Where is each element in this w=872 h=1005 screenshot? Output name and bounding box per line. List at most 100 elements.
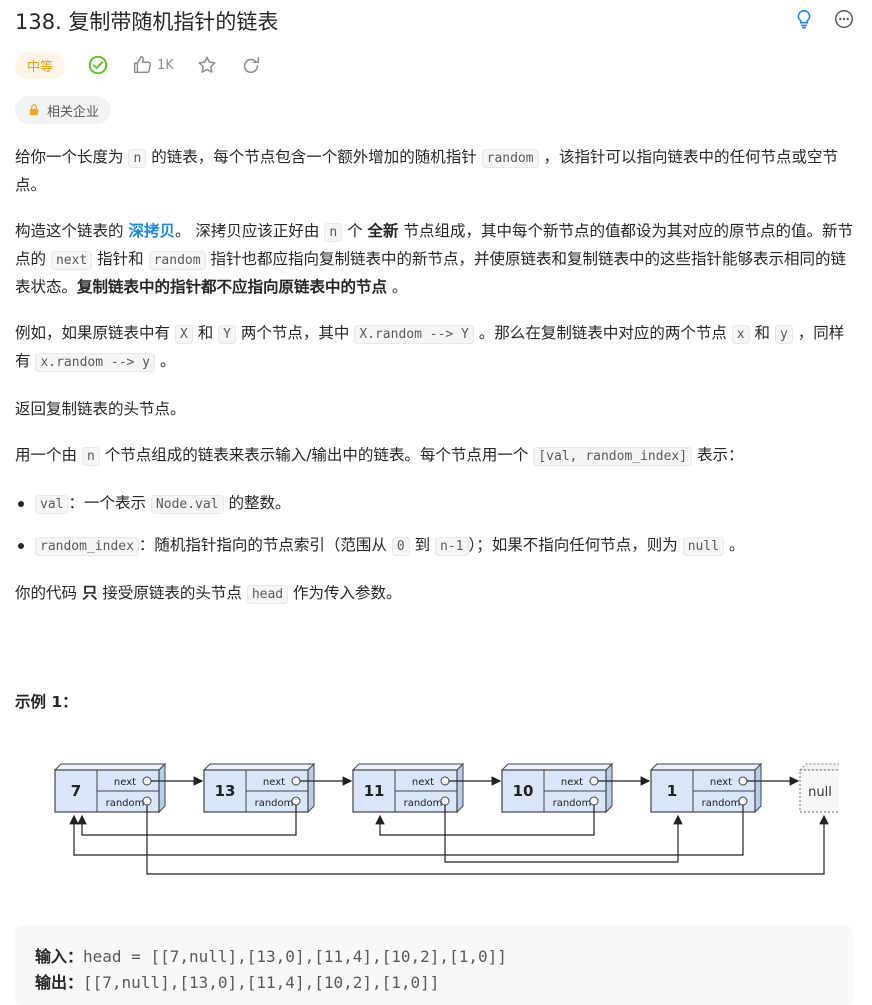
text: 你的代码 (15, 584, 82, 602)
paragraph-deep-copy: 构造这个链表的 深拷贝。 深拷贝应该正好由 n 个 全新 节点组成，其中每个新节… (15, 218, 857, 300)
text: 节点组成，其中每个新节点的值都设为其对应的原节点的值。新节点的 (15, 222, 853, 268)
node-value: 1 (667, 782, 677, 800)
text: 指针和 (92, 250, 149, 268)
random-arrow (77, 805, 297, 836)
example-output: 输出：[[7,null],[13,0],[11,4],[10,2],[1,0]] (35, 969, 439, 993)
text: 。 深拷贝应该正好由 (174, 222, 325, 240)
text: 指针也都应指向复制链表中的新节点，并使原链表和复制链表中的这些指针能够表示相同的… (15, 250, 847, 296)
text: 接受原链表的头节点 (97, 584, 247, 602)
title-row: 138. 复制带随机指针的链表 (15, 4, 857, 34)
text: 。 (155, 352, 176, 370)
text: 和 (749, 324, 775, 342)
example-title: 示例 1： (15, 693, 78, 711)
inline-code: x (731, 325, 750, 344)
node-value: 10 (513, 782, 534, 800)
random-label: random (255, 798, 294, 809)
thumb-up-icon (133, 56, 151, 74)
inline-code: random (148, 251, 206, 270)
text: ：随机指针指向的节点索引（范围从 (138, 536, 392, 554)
null-box (799, 769, 839, 813)
text: ：一个表示 (68, 494, 151, 512)
text: 。 (387, 278, 408, 296)
meta-row: 中等 1K (15, 50, 262, 80)
star-icon[interactable] (196, 54, 218, 76)
bold-text: 只 (81, 584, 98, 602)
node-side-face (456, 762, 464, 814)
node-value: 13 (215, 782, 236, 800)
random-arrow (69, 805, 744, 856)
random-label: random (702, 798, 741, 809)
more-icon[interactable] (833, 8, 855, 30)
text: 和 (192, 324, 219, 342)
bold-text: 全新 (367, 222, 399, 240)
node-value: 11 (364, 782, 385, 800)
inline-code: n (324, 223, 343, 242)
paragraph-example-pointer: 例如，如果原链表中有 X 和 Y 两个节点，其中 X.random --> Y … (15, 320, 857, 376)
inline-code: n-1 (435, 537, 469, 556)
list-item: val：一个表示 Node.val 的整数。 (15, 490, 857, 518)
inline-code: random (481, 149, 539, 168)
node-top-face (500, 763, 614, 771)
text: 例如，如果原链表中有 (15, 324, 175, 342)
node-side-face (307, 762, 315, 814)
example-io-box: 输入：head = [[7,null],[13,0],[11,4],[10,2]… (15, 925, 853, 1005)
next-label: next (561, 777, 583, 788)
text: 的整数。 (223, 494, 291, 512)
text: 作为传入参数。 (288, 584, 402, 602)
text: 用一个由 (15, 446, 82, 464)
random-label: random (553, 798, 592, 809)
text: 的链表，每个节点包含一个额外增加的随机指针 (146, 148, 482, 166)
inline-code: X (174, 325, 193, 344)
related-companies-label: 相关企业 (47, 104, 100, 120)
text: 。 (724, 536, 745, 554)
field-list: val：一个表示 Node.val 的整数。 random_index：随机指针… (15, 490, 857, 560)
input-label: 输入： (35, 947, 84, 966)
like-count: 1K (157, 57, 174, 73)
like-button[interactable]: 1K (131, 54, 174, 76)
node-top-face (351, 763, 465, 771)
random-label: random (106, 798, 145, 809)
lightbulb-icon[interactable] (793, 8, 815, 30)
paragraph-representation: 用一个由 n 个节点组成的链表来表示输入/输出中的链表。每个节点用一个 [val… (15, 442, 857, 470)
text: 给你一个长度为 (15, 148, 129, 166)
inline-code: n (81, 447, 100, 466)
node-top-face (649, 763, 763, 771)
null-label: null (808, 785, 832, 800)
text: 个节点组成的链表来表示输入/输出中的链表。每个节点用一个 (99, 446, 534, 464)
title-actions (793, 8, 855, 30)
random-pointer-dot (291, 796, 301, 806)
next-label: next (114, 777, 136, 788)
text: 个 (342, 222, 368, 240)
text: 。那么在复制链表中对应的两个节点 (473, 324, 732, 342)
deep-copy-link[interactable]: 深拷贝 (128, 222, 175, 240)
inline-code: random_index (35, 537, 139, 556)
inline-code: X.random --> Y (354, 325, 474, 344)
text: ，同样有 (15, 324, 845, 370)
node-value: 7 (71, 782, 81, 800)
node-side-face (605, 762, 613, 814)
text: 两个节点，其中 (235, 324, 355, 342)
input-value: head = [[7,null],[13,0],[11,4],[10,2],[1… (83, 947, 507, 966)
related-companies-button[interactable]: 相关企业 (15, 96, 112, 124)
paragraph-input: 你的代码 只 接受原链表的头节点 head 作为传入参数。 (15, 580, 857, 608)
inline-code: x.random --> y (35, 353, 156, 372)
inline-code: 0 (391, 537, 410, 556)
random-pointer-dot (142, 796, 152, 806)
node-top-face (53, 763, 167, 771)
inline-code: null (682, 537, 725, 556)
share-icon[interactable] (240, 54, 262, 76)
difficulty-badge[interactable]: 中等 (15, 51, 66, 79)
text: ）；如果不指向任何节点，则为 (468, 536, 683, 554)
text: 表示： (692, 446, 744, 464)
text: ，该指针可以指向链表中的任何节点或空节点。 (15, 148, 839, 194)
inline-code: Node.val (150, 495, 224, 514)
next-pointer-dot (589, 776, 599, 786)
random-arrow (444, 805, 683, 863)
inline-code: val (35, 495, 69, 514)
inline-code: Y (218, 325, 236, 344)
inline-code: [val, random_index] (533, 447, 693, 466)
example-input: 输入：head = [[7,null],[13,0],[11,4],[10,2]… (35, 943, 507, 967)
lock-icon (29, 104, 39, 116)
node-side-face (754, 762, 762, 814)
